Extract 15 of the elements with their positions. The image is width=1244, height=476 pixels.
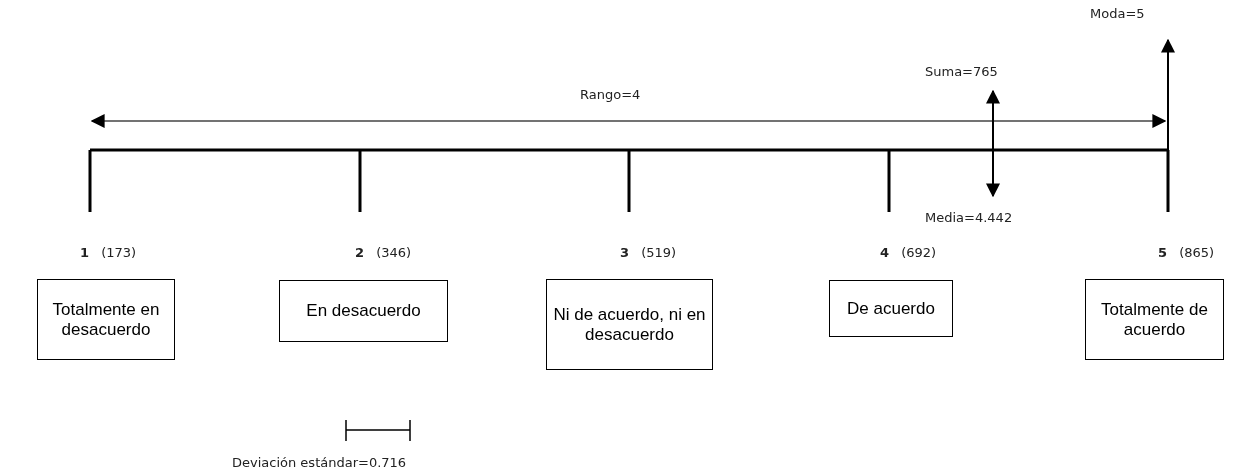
scale-value: 1 (173) (80, 245, 137, 260)
statistic-label: Rango=4 (580, 87, 641, 102)
scale-value: 5 (865) (1158, 245, 1215, 260)
statistic-label: Suma=765 (925, 64, 998, 79)
category-box: De acuerdo (829, 280, 953, 337)
category-box: Totalmente de acuerdo (1085, 279, 1224, 360)
statistic-label: Media=4.442 (925, 210, 1013, 225)
statistic-label: Moda=5 (1090, 6, 1145, 21)
category-box: Ni de acuerdo, ni en desacuerdo (546, 279, 713, 370)
scale-value: 2 (346) (355, 245, 412, 260)
scale-value: 4 (692) (880, 245, 937, 260)
category-box: Totalmente en desacuerdo (37, 279, 175, 360)
category-box: En desacuerdo (279, 280, 448, 342)
statistic-label: Deviación estándar=0.716 (232, 455, 407, 470)
scale-value: 3 (519) (620, 245, 677, 260)
